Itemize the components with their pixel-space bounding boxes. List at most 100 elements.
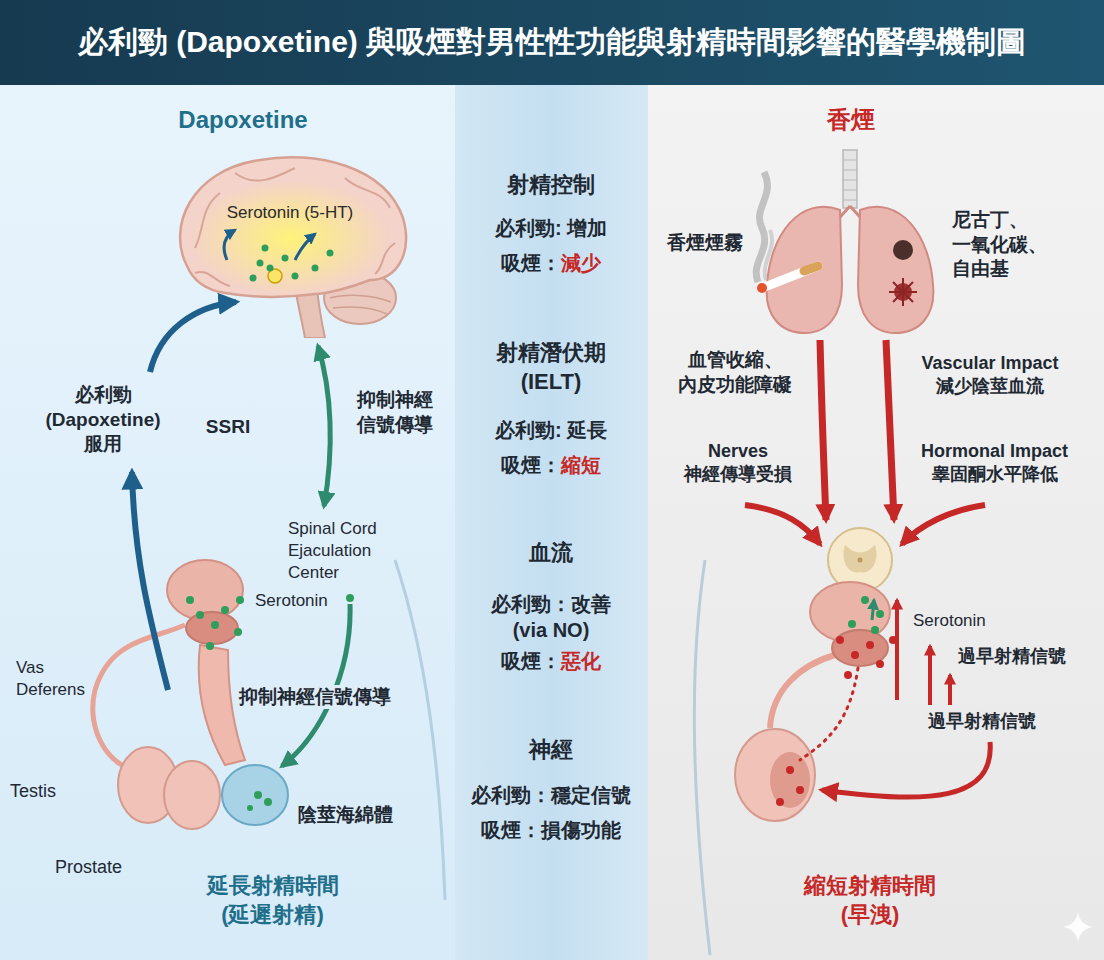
right-body bbox=[694, 560, 710, 955]
brain-outline bbox=[250, 275, 257, 282]
right-body bbox=[776, 636, 897, 806]
brain-outline bbox=[292, 273, 299, 280]
right-body bbox=[848, 596, 884, 634]
right-body bbox=[895, 600, 899, 700]
watermark-star bbox=[1063, 912, 1093, 942]
lungs bbox=[767, 207, 842, 333]
part-label: Vas Deferens bbox=[16, 657, 96, 701]
left-body bbox=[247, 805, 253, 811]
right-body bbox=[735, 729, 815, 821]
compare-value: 惡化 bbox=[561, 648, 641, 674]
cigarette bbox=[756, 172, 818, 293]
right-arrows bbox=[820, 340, 826, 520]
part-label: Serotonin bbox=[913, 610, 1013, 632]
smoke-label: 香煙煙霧 bbox=[655, 231, 755, 256]
spinal-cord-section bbox=[858, 558, 863, 563]
right-body bbox=[770, 655, 835, 728]
brain-outline bbox=[262, 245, 269, 252]
left-body bbox=[211, 621, 219, 629]
brain-outline bbox=[327, 250, 334, 257]
right-body bbox=[848, 620, 856, 628]
left-arrows bbox=[318, 346, 330, 506]
left-arrows bbox=[150, 302, 236, 372]
left-body bbox=[234, 628, 242, 636]
compare-heading: 射精控制 bbox=[461, 171, 641, 200]
arrow-label: 抑制神經信號傳導 bbox=[236, 685, 394, 710]
compare-heading: 射精潛伏期 (IELT) bbox=[486, 339, 616, 396]
compare-row: 吸煙： bbox=[441, 452, 561, 478]
brain-outline bbox=[190, 180, 390, 296]
left-body bbox=[93, 560, 445, 900]
lungs bbox=[858, 207, 933, 333]
brain-outline bbox=[224, 230, 235, 260]
compare-heading: 血流 bbox=[461, 539, 641, 568]
left-body bbox=[186, 596, 194, 604]
right-body bbox=[770, 752, 810, 808]
right-arrows bbox=[902, 505, 985, 544]
compare-row: 吸煙： bbox=[441, 250, 561, 276]
drug-intake-label: 必利勁 (Dapoxetine) 服用 bbox=[33, 383, 173, 457]
left-body bbox=[395, 560, 445, 900]
compare-row: 必利勁: 延長 bbox=[461, 417, 641, 443]
left-body bbox=[264, 798, 272, 806]
panel-heading: Dapoxetine bbox=[143, 104, 343, 135]
drug-class-label: SSRI bbox=[198, 415, 258, 440]
brain-outline bbox=[180, 157, 406, 297]
brain-outline bbox=[312, 265, 319, 272]
brain-outline bbox=[165, 148, 410, 338]
compare-value: 縮短 bbox=[561, 452, 641, 478]
right-panel: 香煙縮短射精時間 (早洩) bbox=[648, 85, 1104, 960]
part-label: Testis bbox=[10, 780, 80, 803]
part-label: Prostate bbox=[55, 856, 155, 879]
compare-row: 必利勁：穩定信號 bbox=[461, 782, 641, 808]
effect-label: Vascular Impact 減少陰莖血流 bbox=[905, 352, 1075, 399]
brain-outline bbox=[250, 245, 334, 282]
panel-caption: 縮短射精時間 (早洩) bbox=[785, 872, 955, 929]
compare-row: 必利勁: 增加 bbox=[461, 215, 641, 241]
part-label: 陰莖海綿體 bbox=[298, 803, 418, 828]
arrow-label: 抑制神經 信號傳導 bbox=[347, 388, 442, 437]
right-body bbox=[876, 660, 884, 668]
left-body bbox=[196, 611, 204, 619]
right-body bbox=[844, 671, 852, 679]
right-body bbox=[800, 668, 858, 760]
part-label: Serotonin bbox=[255, 590, 355, 612]
compare-row: 吸煙：損傷功能 bbox=[461, 817, 641, 843]
brain-outline bbox=[267, 265, 274, 272]
right-body bbox=[836, 636, 844, 644]
right-arrows bbox=[745, 505, 820, 544]
left-body bbox=[222, 765, 288, 825]
right-body bbox=[861, 596, 869, 604]
effect-label: Nerves 神經傳導受損 bbox=[668, 440, 808, 487]
middle-band-ground bbox=[455, 85, 648, 960]
left-body bbox=[221, 606, 229, 614]
right-body bbox=[928, 646, 932, 705]
left-body bbox=[206, 642, 214, 650]
panel-heading: 香煙 bbox=[776, 104, 926, 135]
cigarette bbox=[757, 283, 767, 293]
compare-value: 減少 bbox=[561, 250, 641, 276]
left-body bbox=[254, 791, 262, 799]
right-panel-ground bbox=[648, 85, 1104, 960]
title-bar bbox=[0, 0, 1104, 85]
right-body bbox=[851, 651, 859, 659]
panel-caption: 延長射精時間 (延遲射精) bbox=[170, 872, 375, 929]
cigarette bbox=[762, 266, 818, 288]
compare-row: 必利勁：改善 (via NO) bbox=[481, 591, 621, 643]
lungs bbox=[767, 150, 934, 333]
right-body bbox=[876, 610, 884, 618]
right-body bbox=[871, 626, 879, 634]
lungs bbox=[889, 278, 917, 306]
brain-outline bbox=[295, 234, 315, 260]
brain-outline bbox=[195, 168, 395, 286]
right-body bbox=[872, 600, 874, 620]
right-body bbox=[822, 742, 990, 797]
compare-row: 吸煙： bbox=[441, 648, 561, 674]
signal-label: 過早射精信號 bbox=[958, 645, 1088, 668]
spinal-cord-section bbox=[843, 545, 876, 572]
right-body bbox=[948, 675, 952, 705]
effect-label: 血管收縮、 內皮功能障礙 bbox=[665, 348, 805, 397]
toxin-label: 尼古丁、 一氧化碳、 自由基 bbox=[952, 208, 1052, 282]
left-panel: Dapoxetine延長射精時間 (延遲射精)Serotonin (5-HT) bbox=[0, 85, 455, 960]
